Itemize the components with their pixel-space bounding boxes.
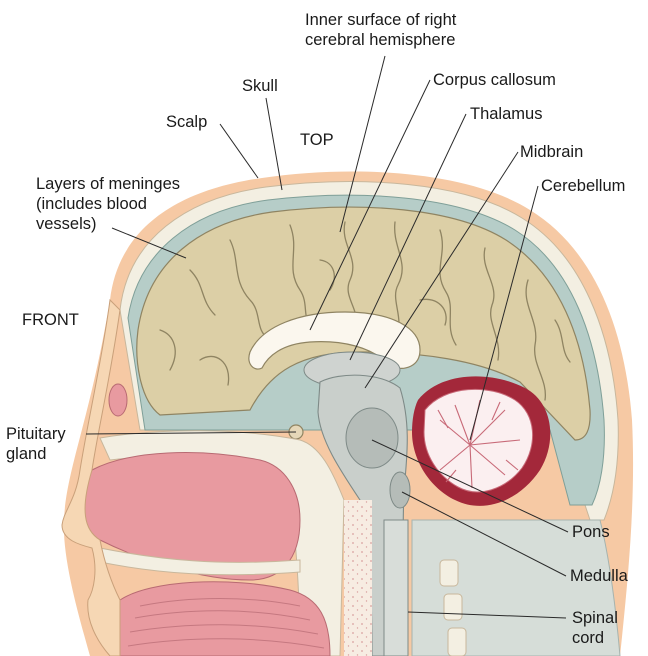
- label-inner-surface-line-2: cerebral hemisphere: [305, 30, 456, 50]
- label-medulla: Medulla: [570, 566, 628, 586]
- label-skull: Skull: [242, 76, 278, 96]
- medulla: [390, 472, 410, 508]
- label-pituitary-line-2: gland: [6, 444, 66, 464]
- pons: [346, 408, 398, 468]
- label-pituitary-line-1: Pituitary: [6, 424, 66, 444]
- frontal-sinus: [109, 384, 127, 416]
- label-inner-surface-line-1: Inner surface of right: [305, 10, 456, 30]
- label-pituitary-gland: Pituitary gland: [6, 424, 66, 464]
- label-spinal-line-1: Spinal: [572, 608, 618, 628]
- tongue: [120, 582, 330, 656]
- label-front: FRONT: [22, 310, 79, 330]
- label-midbrain: Midbrain: [520, 142, 583, 162]
- label-meninges-line-3: vessels): [36, 214, 180, 234]
- label-cerebellum: Cerebellum: [541, 176, 625, 196]
- label-corpus-callosum: Corpus callosum: [433, 70, 556, 90]
- label-spinal-line-2: cord: [572, 628, 618, 648]
- label-spinal-cord: Spinal cord: [572, 608, 618, 648]
- label-top: TOP: [300, 130, 334, 150]
- neck-tissue: [344, 500, 372, 656]
- spinal-cord: [384, 520, 408, 656]
- label-layers-of-meninges: Layers of meninges (includes blood vesse…: [36, 174, 180, 234]
- label-meninges-line-1: Layers of meninges: [36, 174, 180, 194]
- label-inner-surface-cerebral-hemisphere: Inner surface of right cerebral hemisphe…: [305, 10, 456, 50]
- label-scalp: Scalp: [166, 112, 207, 132]
- label-pons: Pons: [572, 522, 610, 542]
- label-thalamus: Thalamus: [470, 104, 542, 124]
- label-meninges-line-2: (includes blood: [36, 194, 180, 214]
